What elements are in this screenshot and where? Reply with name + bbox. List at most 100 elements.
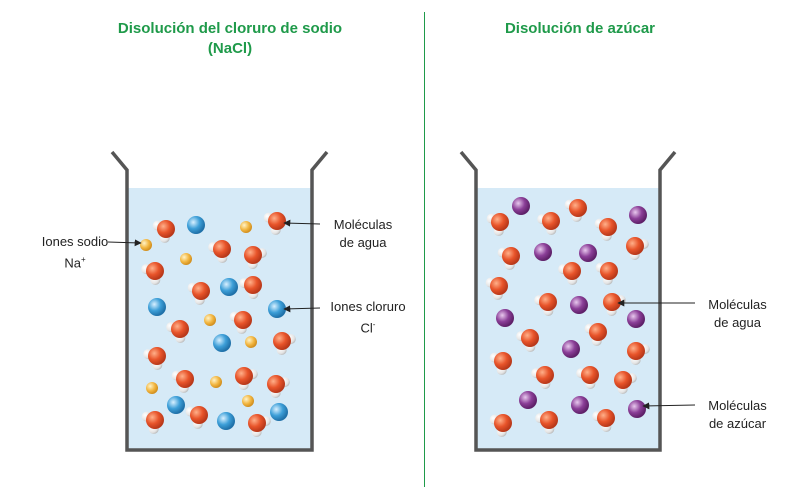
sugar-title: Disolución de azúcar	[504, 20, 656, 37]
oxygen-atom	[563, 262, 581, 280]
sodium-ion	[210, 376, 222, 388]
nacl-title-line2: (NaCl)	[207, 40, 253, 57]
sugar-molecule	[629, 206, 647, 224]
oxygen-atom	[494, 352, 512, 370]
chloride-ion	[220, 278, 238, 296]
sodium-ion	[204, 314, 216, 326]
sodium-charge: +	[80, 255, 86, 264]
sugar-molecule-sphere	[496, 309, 514, 327]
sodium-ions-label: Iones sodio Na+	[20, 233, 130, 272]
water-molecules-label-right: Moléculas de agua	[690, 296, 785, 332]
water-molecule	[187, 282, 210, 305]
sodium-ion-sphere	[245, 336, 257, 348]
oxygen-atom	[146, 411, 164, 429]
sugar-molecule-sphere	[562, 340, 580, 358]
water-molecule	[235, 367, 258, 390]
water-molecule	[627, 342, 650, 365]
water-molecule	[166, 320, 189, 343]
oxygen-atom	[213, 240, 231, 258]
oxygen-atom	[171, 320, 189, 338]
sugar-molecule	[519, 391, 537, 409]
chloride-ion	[217, 412, 235, 430]
oxygen-atom	[569, 199, 587, 217]
sugar-molecule	[496, 309, 514, 327]
sodium-ion	[240, 221, 252, 233]
sugar-molecule	[534, 243, 552, 261]
sugar-molecule-sphere	[627, 310, 645, 328]
oxygen-atom	[146, 262, 164, 280]
sugar-molecule-sphere	[629, 206, 647, 224]
oxygen-atom	[248, 414, 266, 432]
water-arrow-left	[283, 219, 321, 227]
water-molecule	[558, 262, 581, 285]
chloride-ion-sphere	[217, 412, 235, 430]
sodium-ion	[245, 336, 257, 348]
oxygen-atom	[542, 212, 560, 230]
oxygen-atom	[176, 370, 194, 388]
water-molecule	[535, 411, 558, 434]
water-molecule	[141, 411, 164, 434]
chloride-ion-sphere	[148, 298, 166, 316]
sodium-ion-sphere	[180, 253, 192, 265]
water-molecule	[239, 276, 262, 299]
chloride-ion	[148, 298, 166, 316]
panel-divider	[424, 12, 425, 487]
oxygen-atom	[589, 323, 607, 341]
oxygen-atom	[627, 342, 645, 360]
chloride-charge: -	[372, 320, 376, 329]
sugar-molecule-sphere	[512, 197, 530, 215]
water-molecule	[576, 366, 599, 389]
chloride-ion-sphere	[220, 278, 238, 296]
oxygen-atom	[244, 246, 262, 264]
sodium-label-line2: Na+	[20, 251, 130, 272]
sugar-arrow	[642, 402, 696, 410]
nacl-particles	[140, 212, 296, 437]
water-molecule	[516, 329, 539, 352]
water-molecule	[531, 366, 554, 389]
oxygen-atom	[626, 237, 644, 255]
water-label-right-line2: de agua	[714, 315, 761, 330]
oxygen-atom	[614, 371, 632, 389]
oxygen-atom	[148, 347, 166, 365]
chloride-ion-sphere	[268, 300, 286, 318]
sodium-ion-sphere	[204, 314, 216, 326]
sugar-label-line1: Moléculas	[708, 398, 767, 413]
oxygen-atom	[494, 414, 512, 432]
chloride-ion	[167, 396, 185, 414]
sugar-particles	[485, 197, 650, 437]
water-molecule	[584, 323, 607, 346]
oxygen-atom	[192, 282, 210, 300]
chloride-ion	[270, 403, 288, 421]
sugar-molecule	[627, 310, 645, 328]
sugar-molecules-label: Moléculas de azúcar	[690, 397, 785, 433]
water-molecule	[208, 240, 231, 263]
oxygen-atom	[190, 406, 208, 424]
water-label-left-line2: de agua	[339, 235, 387, 250]
sodium-arrow	[107, 239, 142, 247]
sugar-molecule	[570, 296, 588, 314]
oxygen-atom	[536, 366, 554, 384]
oxygen-atom	[273, 332, 291, 350]
oxygen-atom	[235, 367, 253, 385]
sugar-molecule-sphere	[519, 391, 537, 409]
oxygen-atom	[521, 329, 539, 347]
oxygen-atom	[539, 293, 557, 311]
oxygen-atom	[234, 311, 252, 329]
oxygen-atom	[599, 218, 617, 236]
water-molecule	[614, 371, 637, 394]
sodium-ion-sphere	[210, 376, 222, 388]
water-molecule	[229, 311, 252, 334]
sodium-ion	[140, 239, 152, 251]
chloride-symbol: Cl	[360, 320, 373, 336]
water-molecule	[244, 246, 267, 269]
water-molecule	[141, 262, 164, 285]
water-molecule	[248, 414, 271, 437]
water-label-right-line1: Moléculas	[708, 297, 767, 312]
nacl-title: Disolución del cloruro de sodio (NaCl)	[60, 19, 400, 59]
oxygen-atom	[157, 220, 175, 238]
water-molecule	[185, 406, 208, 429]
water-molecule	[594, 218, 617, 241]
sugar-molecule	[628, 400, 646, 418]
nacl-beaker	[110, 150, 329, 452]
